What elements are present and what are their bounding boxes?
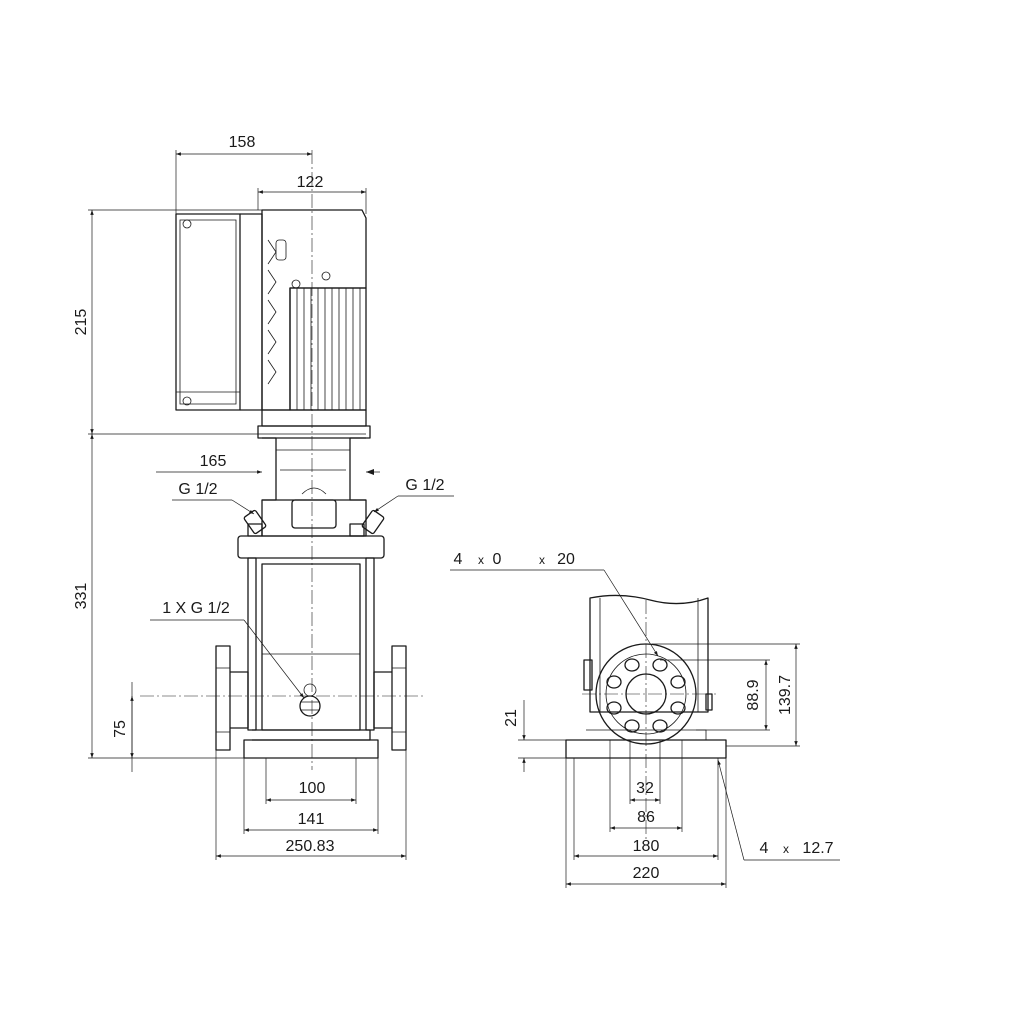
bolt-hole: [670, 701, 686, 715]
dimension-122: 122: [297, 174, 324, 191]
dimension-180: 180: [633, 838, 660, 855]
motor-stool: [257, 409, 371, 537]
dimension-86: 86: [637, 809, 655, 826]
flange-right: [373, 645, 407, 751]
flange-count-label: 4: [454, 551, 463, 568]
vent-label-right: G 1/2: [405, 477, 444, 494]
drain-label: 1 X G 1/2: [162, 600, 230, 617]
side-sleeve: [589, 594, 709, 713]
dimension-32: 32: [636, 780, 654, 797]
hole-size-label: 12.7: [802, 840, 833, 857]
hole-x-label: x: [783, 842, 789, 856]
dimension-331: 331: [73, 583, 90, 610]
bolt-hole: [652, 658, 668, 672]
dimension-100: 100: [299, 780, 326, 797]
dimension-141: 141: [298, 811, 325, 828]
front-view-dimensions: 158 122 215 165 G 1/2 G 1/2 331 1 X G 1/…: [73, 134, 454, 860]
side-view-dimensions: 4 x 0 x 20 21 88.9 139.7 32 86: [450, 551, 840, 888]
side-view: [565, 594, 727, 840]
screw-icon: [182, 219, 192, 229]
bolt-hole: [606, 675, 622, 689]
front-view: [140, 150, 424, 770]
flange-x2-label: x: [539, 553, 545, 567]
dimension-75: 75: [112, 720, 129, 738]
dimension-215: 215: [73, 309, 90, 336]
terminal-box: [175, 213, 263, 411]
pump-base: [243, 729, 379, 759]
dimension-158: 158: [229, 134, 256, 151]
dimension-165: 165: [200, 453, 227, 470]
dimension-139-7: 139.7: [777, 675, 794, 715]
flange-left: [215, 645, 249, 751]
bolt-hole: [652, 719, 668, 733]
hole-count-label: 4: [760, 840, 769, 857]
dimension-250-83: 250.83: [286, 838, 335, 855]
dimension-88-9: 88.9: [745, 679, 762, 710]
flange-x1-label: x: [478, 553, 484, 567]
bolt-hole: [670, 675, 686, 689]
bolt-hole: [624, 719, 640, 733]
pump-head: [237, 523, 385, 559]
drain-plug: [299, 683, 321, 717]
motor-housing: [261, 209, 367, 411]
flange-20-label: 20: [557, 551, 575, 568]
dimension-220: 220: [633, 865, 660, 882]
motor-fins: [289, 287, 367, 411]
dimension-21: 21: [503, 709, 520, 727]
pump-sleeve: [247, 557, 375, 731]
bolt-hole: [606, 701, 622, 715]
screw-icon: [182, 396, 192, 406]
vent-label-left: G 1/2: [178, 481, 217, 498]
bolt-hole: [624, 658, 640, 672]
vent-plugs: [243, 509, 385, 535]
flange-zero-label: 0: [493, 551, 502, 568]
